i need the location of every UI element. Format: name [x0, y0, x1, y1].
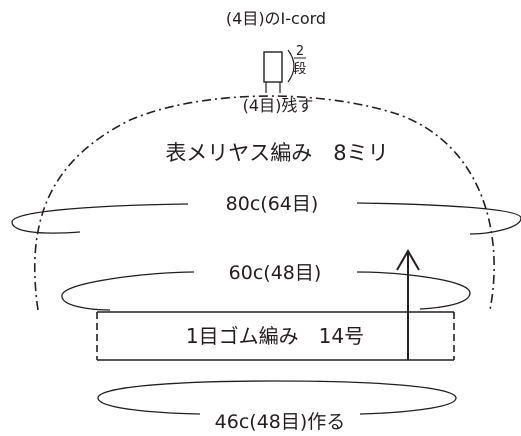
rows-number-label: 2: [296, 44, 304, 59]
remaining-label: (4目)残す: [243, 96, 314, 115]
arrow-head: [396, 249, 420, 271]
circumference-80-label: 80c(64目): [226, 193, 319, 215]
circumference-80-right: [356, 202, 521, 235]
cast-on-ellipse-right: [275, 380, 457, 415]
circumference-60-left: [61, 271, 195, 311]
rows-unit-label: 段: [293, 62, 306, 77]
icord-legs: [265, 82, 281, 93]
cast-on-label: 46c(48目)作る: [215, 411, 346, 433]
rows-bracket: [287, 49, 295, 83]
circumference-60-label: 60c(48目): [229, 262, 322, 284]
hat-body-outline: [34, 95, 495, 311]
icord-label: (4目)のI-cord: [226, 9, 326, 28]
circumference-80-left: [11, 203, 189, 234]
body-pattern-label: 表メリヤス編み 8ミリ: [165, 141, 388, 165]
circumference-60-right: [356, 271, 471, 310]
icord-rect: [263, 51, 283, 83]
rib-band-label: 1目ゴム編み 14号: [186, 324, 364, 348]
cast-on-ellipse-left: [97, 380, 277, 415]
